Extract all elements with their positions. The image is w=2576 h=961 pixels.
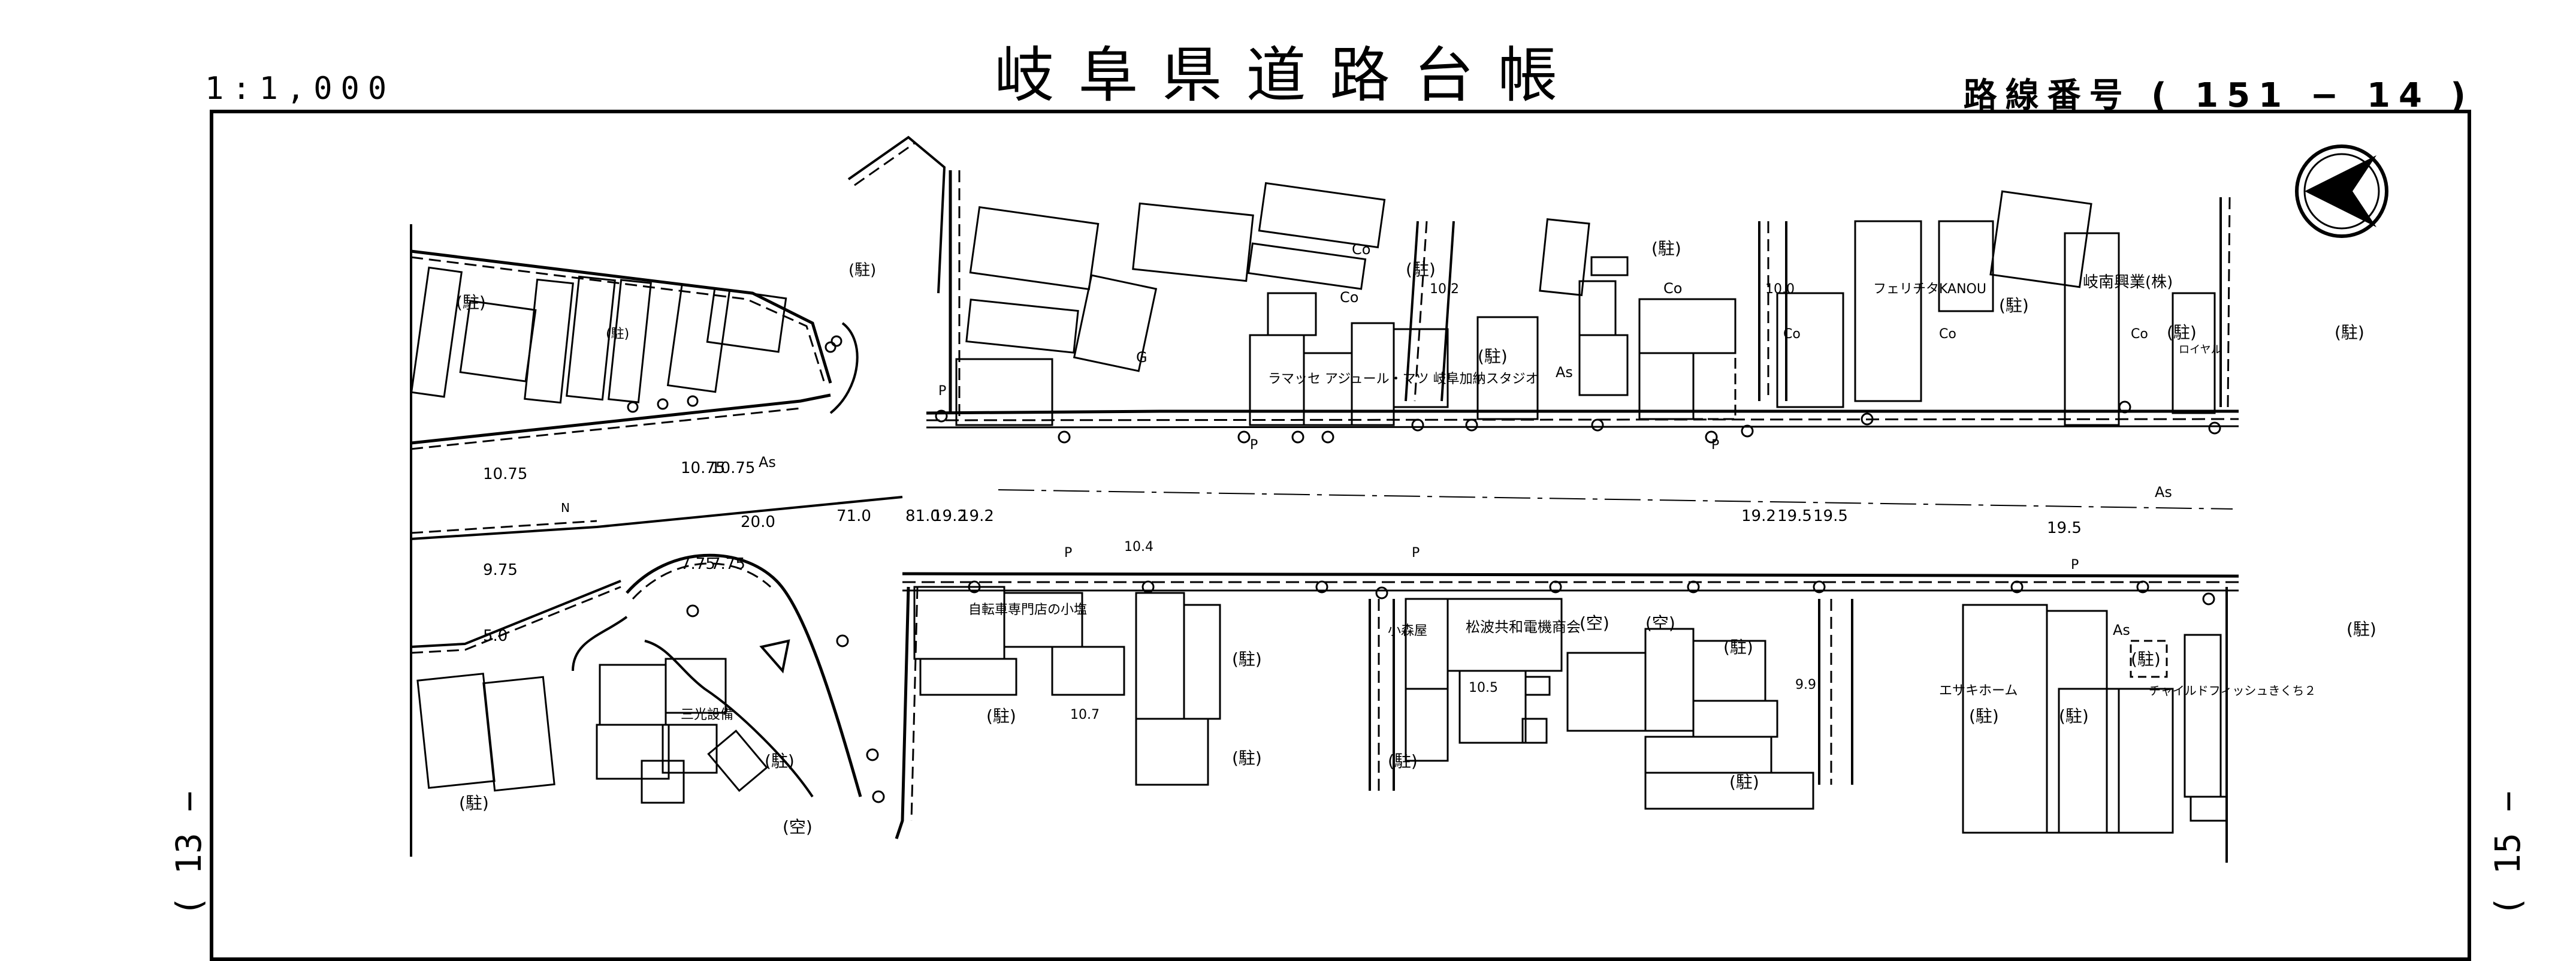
dim-10-7: 10.7 (1070, 707, 1100, 722)
dim-19-2: 19.2 (959, 507, 994, 525)
dim-19-2: 19.2 (932, 507, 967, 525)
dim-9-9: 9.9 (1795, 677, 1816, 692)
label-pole: P (2071, 558, 2079, 573)
label-pole: P (938, 384, 946, 399)
shop-esaki: エサキホーム (1939, 683, 2018, 698)
side-streets (1369, 197, 2231, 863)
road-west-branch (410, 135, 961, 857)
label-parking: (駐) (848, 261, 876, 279)
label-vacant: (空) (1645, 613, 1675, 633)
route-number: 路線番号 ( 151 − 14 ) (1963, 76, 2474, 115)
label-parking: (駐) (1388, 751, 1418, 771)
dim-10-75: 10.75 (483, 465, 527, 483)
label-parking: (駐) (1723, 637, 1753, 657)
dim-19-5: 19.5 (2047, 519, 2082, 537)
dim-10-75: 10.75 (711, 459, 755, 477)
label-parking: (駐) (1478, 347, 1508, 366)
buildings-south (416, 586, 2228, 834)
dim-10-2: 10.2 (1430, 282, 1459, 297)
traffic-island (572, 322, 862, 798)
scale-label: 1:1,000 (205, 71, 395, 107)
shop-child-fitness: チャイルドフィッシュきくち２ (2149, 683, 2316, 698)
north-arrow-icon (2295, 144, 2388, 238)
label-concrete: Co (1340, 289, 1358, 306)
buildings-north (410, 182, 2216, 426)
label-parking: (駐) (1232, 748, 1262, 768)
label-pole: P (1412, 546, 1420, 561)
label-asphalt: As (1556, 364, 1573, 381)
label-parking: (駐) (1969, 706, 1999, 726)
dim-20-0: 20.0 (741, 513, 775, 531)
dim-10-75: 10.75 (681, 459, 725, 477)
dim-7-75: 7.75 (681, 555, 715, 573)
label-parking: (駐) (2059, 706, 2089, 726)
label-concrete: Co (1939, 327, 1956, 342)
label-concrete: Co (1663, 280, 1682, 297)
label-parking: (駐) (2347, 619, 2376, 639)
label-vacant: (空) (1580, 613, 1609, 633)
map-frame: (駐) (駐) (駐) (駐) (駐) (駐) (駐) (駐) (駐) (駐) … (210, 110, 2471, 961)
label-parking: (駐) (2335, 323, 2364, 342)
label-g: G (1136, 349, 1147, 366)
label-parking: (駐) (456, 293, 486, 312)
label-n: N (561, 501, 570, 515)
shop-gifu-kogyo: 岐南興業(株) (2083, 273, 2173, 291)
label-pole: P (1711, 438, 1719, 453)
label-parking: (駐) (459, 793, 489, 813)
label-pole: P (1064, 546, 1072, 561)
label-parking: (駐) (986, 706, 1016, 726)
shop-bicycle: 自転車専門店の小塩 (968, 602, 1087, 617)
label-parking: (駐) (606, 327, 629, 342)
road-ledger-map[interactable]: (駐) (駐) (駐) (駐) (駐) (駐) (駐) (駐) (駐) (駐) … (213, 113, 2468, 953)
dim-5-0: 5.0 (483, 627, 508, 645)
label-asphalt: As (2113, 622, 2130, 638)
label-vacant: (空) (783, 817, 813, 837)
sheet-title: 岐阜県道路台帳 (994, 40, 1582, 110)
label-parking: (駐) (1406, 260, 1436, 279)
dim-10-0: 10.0 (1765, 282, 1795, 297)
label-parking: (駐) (1651, 239, 1681, 258)
shop-ramasse: ラマッセ アジュール・マツ 岐阜加納スタジオ (1268, 372, 1539, 387)
shop-small: ロイヤル (2179, 344, 2221, 356)
road-centerline (998, 489, 2233, 510)
road-edge-south (902, 572, 2239, 592)
utility-poles (627, 335, 2221, 803)
shop-felicita: フェリチタKANOU (1873, 282, 1986, 297)
label-parking: (駐) (1232, 649, 1262, 669)
dim-19-2: 19.2 (1741, 507, 1776, 525)
label-concrete: Co (1352, 241, 1370, 258)
label-asphalt: As (2155, 484, 2172, 501)
shop-komori: 小森屋 (1388, 623, 1427, 638)
dim-19-5: 19.5 (1813, 507, 1848, 525)
adjacent-sheet-right: ( 15 − (2487, 791, 2528, 917)
adjacent-sheet-left: ( 13 − (168, 791, 209, 917)
road-edge-north (926, 409, 2239, 429)
label-pole: P (1250, 438, 1258, 453)
label-parking: (駐) (2167, 323, 2197, 342)
dim-81-0: 81.0 (905, 507, 940, 525)
label-parking: (駐) (1999, 296, 2029, 315)
label-concrete: Co (1783, 327, 1801, 342)
dim-71-0: 71.0 (836, 507, 871, 525)
shop-sanko: 三光設備 (681, 707, 733, 722)
label-asphalt: As (759, 454, 776, 471)
label-concrete: Co (2131, 327, 2148, 342)
dim-10-4: 10.4 (1124, 540, 1153, 555)
dim-10-5: 10.5 (1469, 680, 1498, 695)
label-parking: (駐) (1729, 772, 1759, 792)
label-parking: (駐) (2131, 649, 2161, 669)
dim-7-75: 7.75 (711, 555, 745, 573)
dim-9-75: 9.75 (483, 561, 518, 579)
dim-19-5: 19.5 (1777, 507, 1812, 525)
shop-matsunami: 松波共和電機商会 (1466, 619, 1581, 635)
label-parking: (駐) (765, 751, 795, 771)
